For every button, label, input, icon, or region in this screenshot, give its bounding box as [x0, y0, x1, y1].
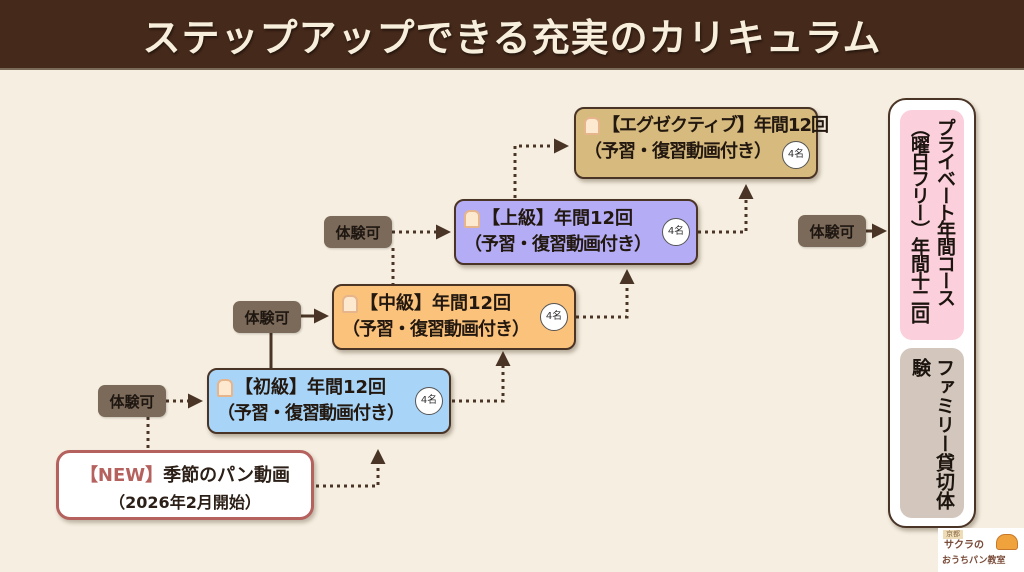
family-course[interactable]: ファミリー貸切体験 [900, 348, 964, 518]
trial-tag-private: 体験可 [798, 215, 866, 247]
page-title: ステップアップできる充実のカリキュラム [142, 14, 882, 60]
course-level: 【初級】 [235, 377, 307, 398]
bread-icon [342, 295, 358, 313]
logo-line2: おうちパン教室 [942, 556, 1006, 566]
course-note: （予習・復習動画付き） [464, 234, 652, 255]
capacity-badge: 4名 [782, 141, 810, 169]
connector-new-to-beginner [316, 449, 386, 488]
trial-tag-intermediate: 体験可 [233, 301, 301, 333]
course-level: 【上級】 [482, 208, 554, 229]
connector-advanced-up-to-executive [513, 138, 569, 198]
private-course-title: プライベート年間コース [934, 118, 956, 305]
connector-intermediate-to-advanced [576, 269, 635, 319]
trial-tag-advanced: 体験可 [324, 216, 392, 248]
family-course-label: ファミリー貸切体験 [909, 358, 955, 510]
course-level: 【エグゼクティブ】 [602, 115, 755, 136]
course-sessions: 年間12回 [432, 293, 512, 314]
header-banner: ステップアップできる充実のカリキュラム [0, 0, 1024, 70]
bread-icon [217, 379, 233, 397]
capacity-badge: 4名 [415, 387, 443, 415]
course-advanced[interactable]: 【上級】年間12回 （予習・復習動画付き） 4名 [454, 199, 698, 265]
connector-advanced-to-executive [698, 184, 754, 234]
trial-tag-beginner: 体験可 [98, 385, 166, 417]
logo-region: 京都 [943, 530, 963, 539]
course-beginner[interactable]: 【初級】年間12回 （予習・復習動画付き） 4名 [207, 368, 451, 434]
new-course-subtitle: （2026年2月開始） [109, 493, 261, 512]
course-note: （予習・復習動画付き） [584, 141, 772, 162]
course-note: （予習・復習動画付き） [342, 319, 530, 340]
new-course-title: 季節のパン動画 [163, 465, 291, 486]
course-sessions: 年間12回 [753, 115, 829, 136]
connector-beginner-to-intermediate [452, 351, 511, 403]
course-intermediate[interactable]: 【中級】年間12回 （予習・復習動画付き） 4名 [332, 284, 576, 350]
bread-loaf-icon [996, 534, 1018, 550]
new-seasonal-video-course[interactable]: 【NEW】季節のパン動画 （2026年2月開始） [56, 450, 314, 520]
school-logo: 京都 サクラの おうちパン教室 [938, 528, 1024, 572]
course-sessions: 年間12回 [307, 377, 387, 398]
private-course[interactable]: プライベート年間コース （曜日フリー）年間十二回 [900, 110, 964, 340]
course-executive[interactable]: 【エグゼクティブ】年間12回 （予習・復習動画付き） 4名 [574, 107, 829, 179]
new-label: 【NEW】 [79, 465, 164, 486]
capacity-badge: 4名 [540, 303, 568, 331]
course-note: （予習・復習動画付き） [217, 403, 405, 424]
private-course-detail: （曜日フリー）年間十二回 [908, 118, 930, 322]
course-sessions: 年間12回 [554, 208, 634, 229]
capacity-badge: 4名 [662, 218, 690, 246]
course-level: 【中級】 [360, 293, 432, 314]
private-course-panel: プライベート年間コース （曜日フリー）年間十二回 ファミリー貸切体験 [888, 98, 976, 528]
logo-line1: サクラの [944, 540, 984, 551]
bread-icon [584, 117, 600, 135]
bread-icon [464, 210, 480, 228]
